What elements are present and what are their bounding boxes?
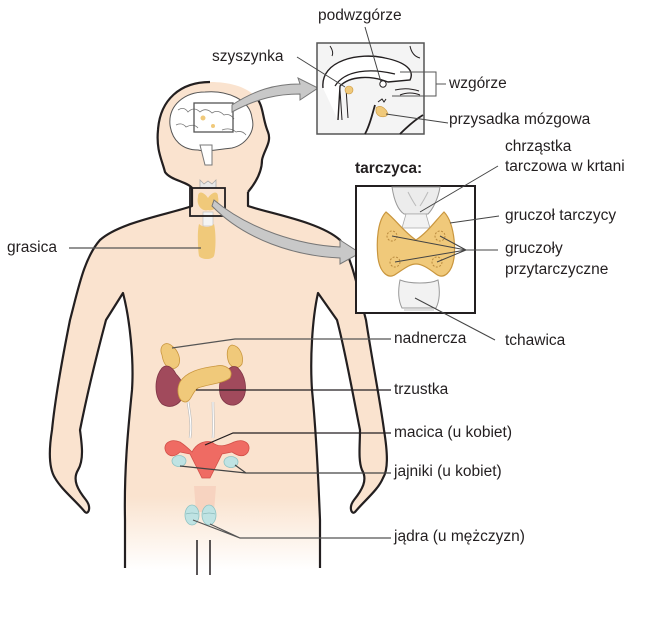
label-adrenal-glands: nadnercza bbox=[394, 330, 467, 347]
abdominal-glands bbox=[155, 343, 246, 439]
label-parathyroid-line2: przytarczyczne bbox=[505, 261, 609, 278]
label-thyroid-cartilage-line1: chrząstka bbox=[505, 138, 572, 155]
neck-glands bbox=[189, 179, 226, 259]
thyroid-arrow bbox=[211, 199, 361, 265]
body-silhouette bbox=[48, 80, 388, 575]
label-thymus: grasica bbox=[7, 239, 57, 256]
label-uterus: macica (u kobiet) bbox=[394, 424, 513, 441]
reproductive-organs bbox=[164, 440, 250, 526]
label-pineal-gland: szyszynka bbox=[212, 48, 284, 65]
brain-inset bbox=[316, 42, 425, 135]
label-hypothalamus: podwzgórze bbox=[318, 7, 402, 24]
brain-arrow bbox=[231, 77, 319, 113]
label-thyroid-cartilage-line2: tarczowa w krtani bbox=[505, 158, 625, 175]
thyroid-inset bbox=[355, 185, 476, 314]
label-pancreas: trzustka bbox=[394, 381, 449, 398]
label-ovaries: jajniki (u kobiet) bbox=[394, 463, 502, 480]
label-testes: jądra (u mężczyzn) bbox=[394, 528, 525, 545]
label-thyroid-heading: tarczyca: bbox=[355, 160, 423, 177]
label-parathyroid-line1: gruczoły bbox=[505, 240, 563, 257]
label-thalamus: wzgórze bbox=[449, 75, 507, 92]
brain-zoom-box bbox=[193, 102, 234, 133]
label-trachea: tchawica bbox=[505, 332, 566, 349]
label-thyroid-gland: gruczoł tarczycy bbox=[505, 207, 617, 224]
label-pituitary-gland: przysadka mózgowa bbox=[449, 111, 591, 128]
thyroid-zoom-box bbox=[189, 187, 226, 217]
